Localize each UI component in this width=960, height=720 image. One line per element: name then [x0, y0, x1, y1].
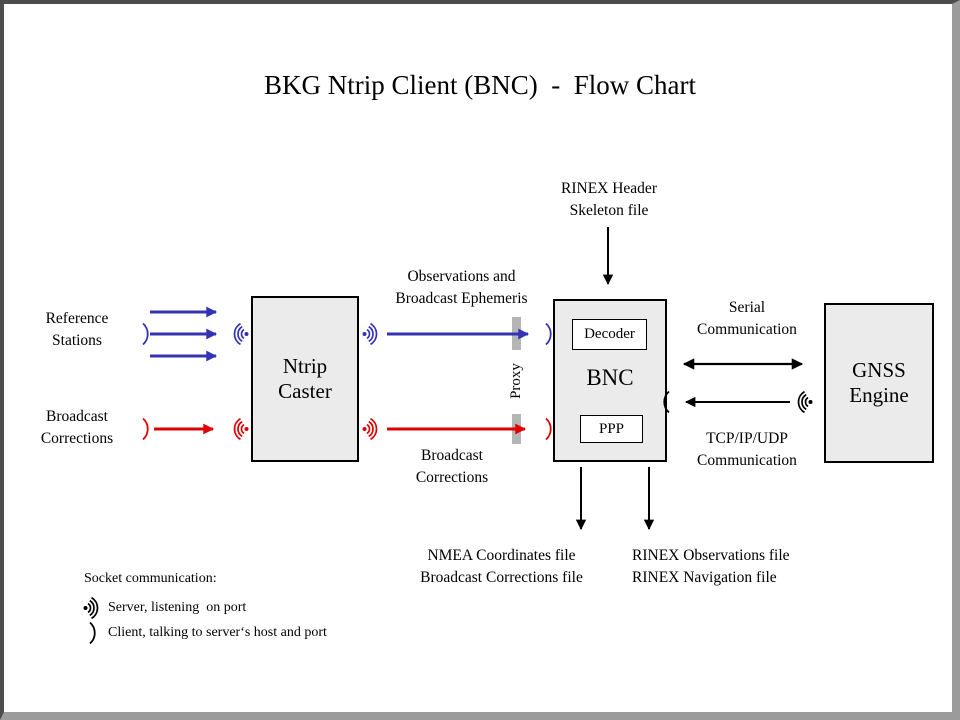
socket-client-icon [142, 417, 149, 441]
proxy-bar [512, 317, 521, 350]
bnc-output-arrows [575, 467, 655, 531]
socket-client-icon [142, 322, 149, 346]
label-broadcast-corrections-source: Broadcast Corrections [40, 408, 114, 447]
ntrip-caster-label: Ntrip Caster [278, 354, 332, 403]
legend-client-label: Client, talking to server‘s host and por… [108, 625, 327, 640]
label-rinex-output-files: RINEX Observations file RINEX Navigation… [632, 547, 790, 586]
label-rinex-header-skeleton: RINEX Header Skeleton file [561, 180, 657, 219]
label-nmea-output-files: NMEA Coordinates file Broadcast Correcti… [420, 547, 583, 586]
decoder-box: Decoder [572, 319, 647, 350]
legend-server-icon [83, 596, 99, 620]
socket-server-icon [362, 417, 378, 441]
label-serial-communication: Serial Communication [697, 299, 797, 338]
gnss-engine-box: GNSS Engine [824, 303, 934, 463]
label-tcp-udp-communication: TCP/IP/UDP Communication [697, 430, 797, 469]
gnss-engine-label: GNSS Engine [849, 358, 909, 407]
socket-client-icon [545, 322, 552, 346]
legend-server-label: Server, listening on port [108, 600, 247, 615]
reference-station-arrows [150, 306, 218, 362]
label-reference-stations: Reference Stations [45, 310, 109, 349]
ppp-box: PPP [580, 415, 643, 443]
ntrip-caster-box: Ntrip Caster [251, 296, 359, 462]
socket-client-icon [545, 417, 552, 441]
ppp-label: PPP [598, 420, 625, 437]
proxy-bar [512, 414, 521, 444]
decoder-label: Decoder [584, 326, 635, 342]
page-title: BKG Ntrip Client (BNC) - Flow Chart [264, 70, 696, 100]
bnc-label: BNC [586, 365, 634, 390]
socket-server-icon [362, 322, 378, 346]
socket-server-icon [797, 390, 813, 414]
label-observations-ephemeris: Observations and Broadcast Ephemeris [395, 268, 528, 307]
legend-client-icon [89, 621, 96, 645]
legend-title: Socket communication: [84, 571, 217, 586]
label-broadcast-corrections-stream: Broadcast Corrections [415, 447, 489, 486]
socket-server-icon [233, 322, 249, 346]
socket-server-icon [233, 417, 249, 441]
label-proxy: Proxy [508, 363, 524, 399]
bnc-box: Decoder BNC PPP [553, 299, 667, 462]
